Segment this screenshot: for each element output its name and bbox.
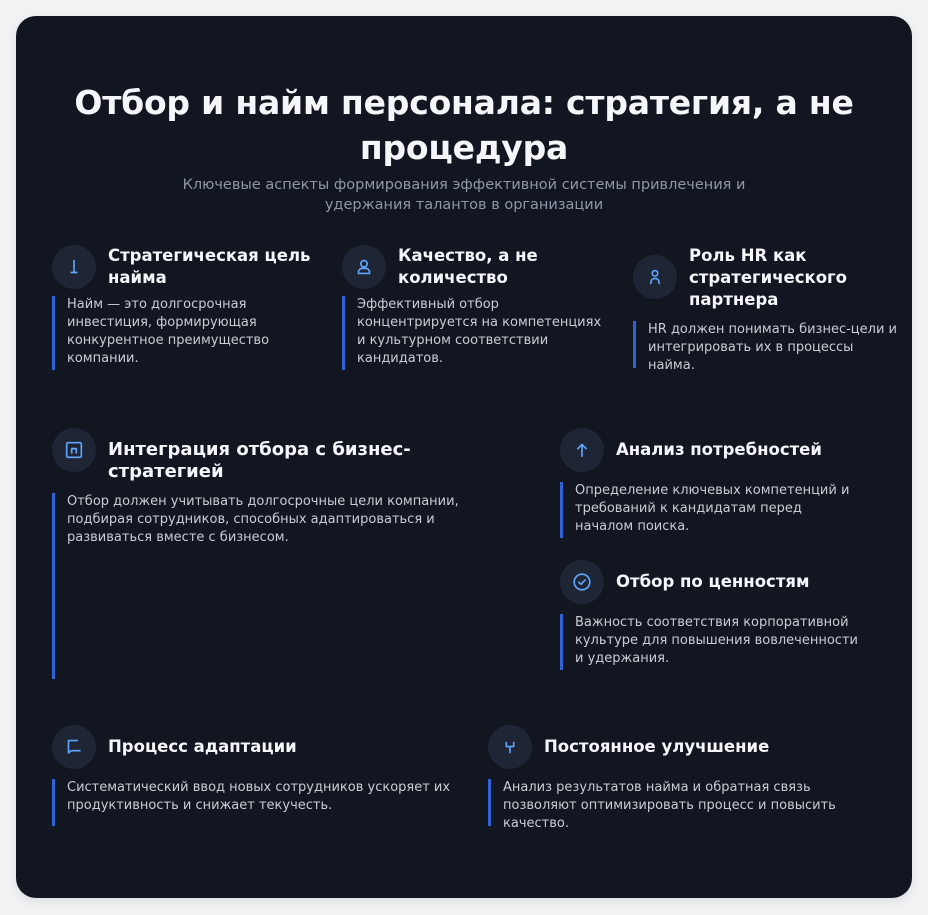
integration-box-icon (52, 428, 96, 472)
item-strategic-goal: Стратегическая цель найма Найм — это дол… (52, 245, 312, 370)
item-text: Эффективный отбор концентрируется на ком… (342, 296, 612, 370)
page-title: Отбор и найм персонала: стратегия, а не … (74, 83, 854, 167)
item-title: Качество, а не количество (398, 246, 538, 287)
item-title: Интеграция отбора с бизнес-стратегией (108, 439, 411, 482)
item-text: Анализ результатов найма и обратная связ… (488, 779, 878, 831)
item-continuous-improvement: Постоянное улучшение Анализ результатов … (488, 725, 878, 831)
item-title: Отбор по ценностям (616, 572, 810, 591)
item-text: HR должен понимать бизнес-цели и интегри… (633, 321, 898, 373)
item-title: Анализ потребностей (616, 440, 822, 459)
item-title: Роль HR как стратегического партнера (689, 246, 848, 309)
infographic-card (16, 16, 912, 898)
item-title: Стратегическая цель найма (108, 246, 311, 287)
item-adaptation: Процесс адаптации Систематический ввод н… (52, 725, 452, 826)
check-circle-icon (560, 560, 604, 604)
page-subtitle: Ключевые аспекты формирования эффективно… (182, 177, 746, 213)
arrow-up-icon (560, 428, 604, 472)
item-needs-analysis: Анализ потребностей Определение ключевых… (560, 428, 860, 538)
user-icon (342, 245, 386, 289)
chat-bubble-icon (52, 725, 96, 769)
item-text: Определение ключевых компетенций и требо… (560, 482, 860, 538)
item-values-selection: Отбор по ценностям Важность соответствия… (560, 560, 860, 670)
pin-icon (52, 245, 96, 289)
fork-icon (488, 725, 532, 769)
item-text: Важность соответствия корпоративной куль… (560, 614, 860, 670)
item-text: Систематический ввод новых сотрудников у… (52, 779, 452, 826)
item-title: Постоянное улучшение (544, 737, 770, 756)
partner-icon (633, 255, 677, 299)
item-text: Найм — это долгосрочная инвестиция, форм… (52, 296, 312, 370)
item-title: Процесс адаптации (108, 737, 297, 756)
item-hr-role: Роль HR как стратегического партнера HR … (633, 245, 898, 373)
item-quality: Качество, а не количество Эффективный от… (342, 245, 612, 370)
item-integration: Интеграция отбора с бизнес-стратегией От… (52, 428, 512, 679)
item-text: Отбор должен учитывать долгосрочные цели… (52, 493, 512, 679)
